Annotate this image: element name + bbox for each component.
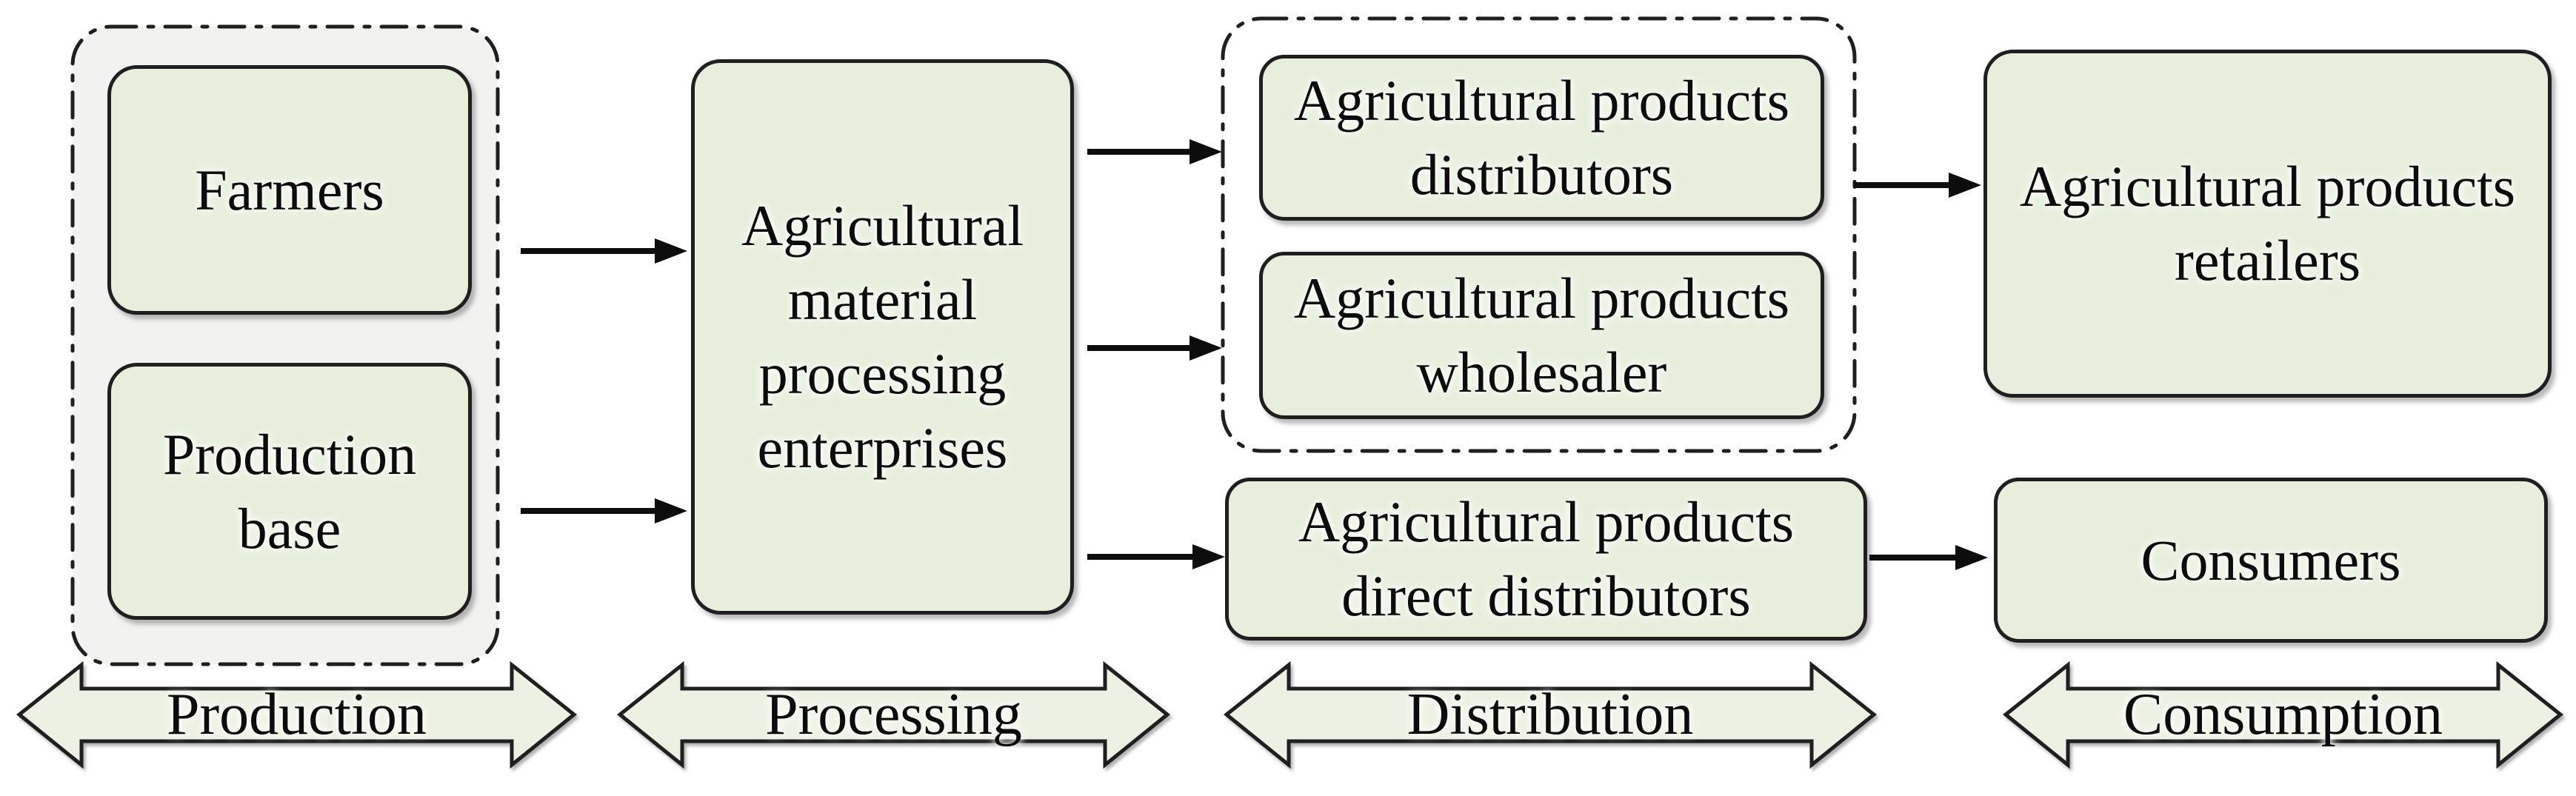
node-direct-distributors-label: Agricultural products direct distributor… xyxy=(1298,489,1795,628)
arrow-processing-to-distributors xyxy=(1087,138,1222,165)
distribution-group-border xyxy=(1221,16,1857,453)
banner-distribution: Distribution xyxy=(1224,661,1877,769)
banner-distribution-label: Distribution xyxy=(1407,682,1694,747)
banner-consumption: Consumption xyxy=(2003,661,2563,769)
arrow-direct-distributors-to-consumers xyxy=(1869,544,1988,571)
arrow-shaft xyxy=(1869,555,1955,561)
arrow-head-right-icon xyxy=(1189,139,1222,164)
node-distributors: Agricultural products distributors xyxy=(1259,55,1824,221)
arrow-shaft xyxy=(1087,554,1192,560)
node-consumers: Consumers xyxy=(1994,478,2548,643)
double-arrow-icon xyxy=(617,661,1170,769)
arrow-processing-to-direct-distributors xyxy=(1087,544,1225,570)
double-arrow-icon xyxy=(1224,661,1877,769)
arrow-farmers-to-processing xyxy=(521,238,687,264)
arrow-processing-to-wholesaler xyxy=(1087,335,1222,361)
node-farmers-label: Farmers xyxy=(195,157,384,222)
arrow-production-base-to-processing xyxy=(521,498,687,524)
node-production-base: Production base xyxy=(107,363,472,620)
arrow-head-right-icon xyxy=(1189,335,1222,361)
node-distributors-label: Agricultural products distributors xyxy=(1293,68,1790,207)
arrow-head-right-icon xyxy=(1949,173,1981,198)
arrow-shaft xyxy=(521,248,655,254)
node-processing-enterprises: Agricultural material processing enterpr… xyxy=(691,59,1074,615)
arrow-shaft xyxy=(1087,345,1189,351)
node-retailers: Agricultural products retailers xyxy=(1983,50,2552,398)
banner-consumption-label: Consumption xyxy=(2123,682,2443,747)
node-processing-enterprises-label: Agricultural material processing enterpr… xyxy=(741,193,1024,480)
node-consumers-label: Consumers xyxy=(2140,527,2401,592)
arrow-distribution-group-to-retailers xyxy=(1854,172,1981,198)
node-farmers: Farmers xyxy=(107,65,472,315)
node-production-base-label: Production base xyxy=(162,421,417,561)
arrow-head-right-icon xyxy=(655,238,687,264)
banner-processing: Processing xyxy=(617,661,1170,769)
arrow-shaft xyxy=(1087,149,1189,155)
banner-production-label: Production xyxy=(166,682,427,747)
banner-production: Production xyxy=(16,661,577,769)
arrow-shaft xyxy=(1854,182,1949,188)
double-arrow-icon xyxy=(16,661,577,769)
arrow-head-right-icon xyxy=(1955,545,1988,570)
arrow-head-right-icon xyxy=(1192,544,1225,569)
node-wholesaler: Agricultural products wholesaler xyxy=(1259,252,1824,419)
double-arrow-icon xyxy=(2003,661,2563,769)
arrow-shaft xyxy=(521,508,655,514)
banner-processing-label: Processing xyxy=(765,682,1022,747)
node-direct-distributors: Agricultural products direct distributor… xyxy=(1225,478,1867,641)
node-wholesaler-label: Agricultural products wholesaler xyxy=(1293,266,1790,404)
arrow-head-right-icon xyxy=(655,498,687,524)
node-retailers-label: Agricultural products retailers xyxy=(2019,154,2516,292)
